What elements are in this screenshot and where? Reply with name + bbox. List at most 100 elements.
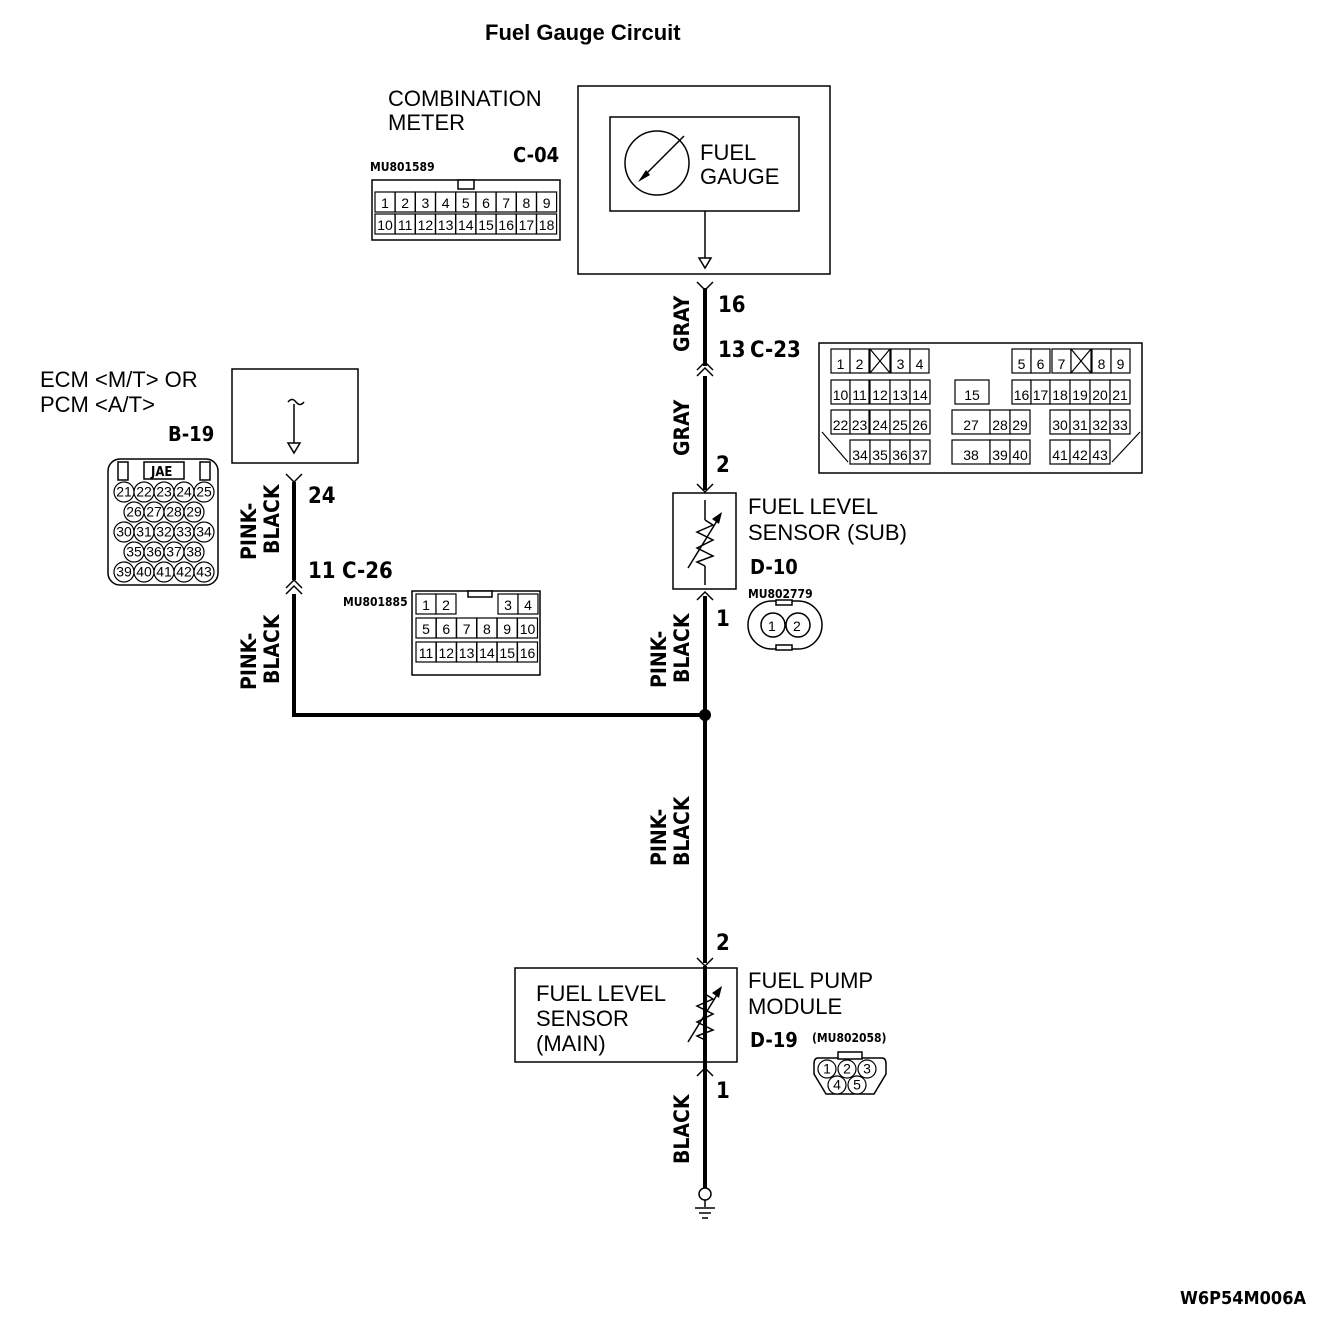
sensor-main-label-line2: SENSOR (536, 1006, 629, 1031)
c23-pin-10: 10 (830, 379, 851, 405)
ground-icon (695, 1187, 715, 1219)
terminal-11: 11 (308, 559, 336, 584)
c26-pin-2: 2 (435, 593, 457, 615)
c23-pin-11: 11 (849, 379, 870, 405)
c23-pin-14-label: 14 (912, 387, 928, 403)
c23-pin-16: 16 (1011, 379, 1032, 405)
fuel-gauge-box (609, 116, 800, 212)
c23-pin-18: 18 (1049, 379, 1071, 405)
wire-color-gray-lower: GRAY (670, 399, 694, 456)
c23-pin-38-label: 38 (963, 447, 979, 463)
gauge-input-arrow-icon (697, 257, 713, 270)
c23-pin-9-label: 9 (1117, 356, 1125, 372)
c04-pin-16-label: 16 (498, 217, 514, 233)
c04-pin-15-label: 15 (478, 217, 494, 233)
c23-empty-cavity (869, 348, 891, 374)
c04-pin-6: 6 (475, 191, 497, 213)
c23-pin-36: 36 (889, 439, 911, 465)
c26-pin-1-label: 1 (422, 597, 430, 613)
d19-pin-3: 3 (857, 1059, 877, 1079)
meter-connector-code: C-04 (513, 143, 559, 167)
wire-color-pink-black-sub-1: PINK- (647, 631, 671, 688)
c23-pin-12: 12 (869, 379, 891, 405)
d19-pin-1: 1 (817, 1059, 837, 1079)
b19-pin-23: 23 (153, 481, 175, 503)
d10-pin-2: 2 (793, 618, 801, 634)
c23-pin-34: 34 (849, 439, 871, 465)
c26-pin-8: 8 (476, 617, 498, 639)
c23-pin-16-label: 16 (1014, 387, 1030, 403)
c04-pin-10-label: 10 (377, 217, 393, 233)
c23-pin-2: 2 (849, 348, 870, 374)
terminal-24: 24 (308, 484, 336, 509)
d19-pin-4: 4 (827, 1075, 847, 1095)
b19-pin-30: 30 (113, 521, 135, 543)
b19-pin-27: 27 (143, 501, 165, 523)
meter-part-number: MU801589 (370, 160, 435, 174)
c26-pin-9-label: 9 (503, 621, 511, 637)
ecm-label-line1: ECM <M/T> OR (40, 367, 198, 392)
c23-pin-39-label: 39 (992, 447, 1008, 463)
c23-pin-19-label: 19 (1072, 387, 1088, 403)
c04-pin-11-label: 11 (398, 217, 413, 233)
c04-pin-18: 18 (535, 213, 558, 235)
c23-pin-12-label: 12 (872, 387, 888, 403)
c23-pin-28: 28 (989, 409, 1011, 435)
b19-pin-40: 40 (133, 561, 155, 583)
wire-color-pink-black-trunk-1: PINK- (647, 809, 671, 866)
c23-pin-8: 8 (1091, 348, 1112, 374)
b19-pin-39-label: 39 (116, 564, 132, 580)
c23-pin-38: 38 (951, 439, 991, 465)
connector-c26-label: C-26 (342, 559, 393, 584)
meter-label-line1: COMBINATION (388, 86, 542, 111)
c26-pin-4: 4 (517, 593, 539, 615)
c23-pin-31-label: 31 (1072, 417, 1088, 433)
b19-pin-38-label: 38 (186, 544, 202, 560)
b19-pin-31-label: 31 (136, 524, 152, 540)
c26-pin-4-label: 4 (524, 597, 532, 613)
c23-pin-4-label: 4 (916, 356, 924, 372)
b19-pin-28: 28 (163, 501, 185, 523)
c23-pin-27-label: 27 (963, 417, 979, 433)
c26-pin-13-label: 13 (459, 645, 475, 661)
c23-pin-30-label: 30 (1052, 417, 1068, 433)
sensor-sub-label-line2: SENSOR (SUB) (748, 520, 907, 545)
c23-pin-2-label: 2 (856, 356, 864, 372)
c04-pin-3: 3 (414, 191, 436, 213)
b19-pin-43-label: 43 (196, 564, 212, 580)
c26-pin-5-label: 5 (422, 621, 430, 637)
b19-pin-38: 38 (183, 541, 205, 563)
b19-pin-27-label: 27 (146, 504, 162, 520)
b19-pin-25: 25 (193, 481, 215, 503)
c23-pin-23: 23 (849, 409, 870, 435)
c04-pin-9-label: 9 (543, 195, 551, 211)
c26-part-number: MU801885 (343, 595, 408, 609)
c23-pin-1: 1 (830, 348, 851, 374)
c04-pin-12-label: 12 (418, 217, 434, 233)
sensor-sub-label-line1: FUEL LEVEL (748, 494, 878, 519)
c23-pin-14: 14 (909, 379, 931, 405)
c26-pin-15-label: 15 (499, 645, 515, 661)
c23-pin-22: 22 (830, 409, 851, 435)
c23-pin-6: 6 (1030, 348, 1051, 374)
terminal-16: 16 (718, 293, 746, 318)
c26-pin-9: 9 (496, 617, 518, 639)
c04-pin-5: 5 (455, 191, 477, 213)
c23-pin-37-label: 37 (912, 447, 928, 463)
c23-pin-6-label: 6 (1037, 356, 1045, 372)
c26-pin-5: 5 (415, 617, 437, 639)
ecm-connector-code: B-19 (168, 422, 214, 446)
c23-pin-1-label: 1 (837, 356, 845, 372)
d19-pin-5-label: 5 (853, 1077, 861, 1093)
c23-pin-32: 32 (1089, 409, 1111, 435)
b19-pin-21-label: 21 (116, 484, 132, 500)
d19-pin-2-label: 2 (843, 1061, 851, 1077)
b19-pin-34-label: 34 (196, 524, 212, 540)
b19-pin-35: 35 (123, 541, 145, 563)
c23-pin-30: 30 (1049, 409, 1071, 435)
c26-pin-1: 1 (415, 593, 437, 615)
c26-pin-16-label: 16 (520, 645, 536, 661)
